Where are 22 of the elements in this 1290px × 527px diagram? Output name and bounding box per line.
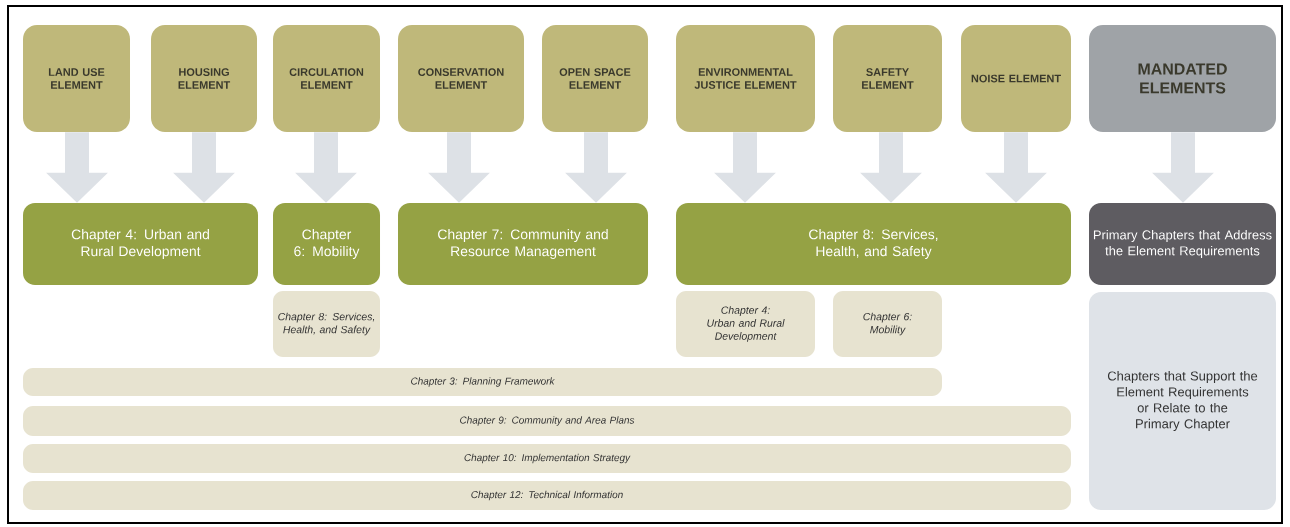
element-box: LAND USE ELEMENT: [23, 25, 130, 132]
element-box: NOISE ELEMENT: [961, 25, 1071, 132]
chapter-bar: Chapter 3: Planning Framework: [23, 368, 942, 396]
supporting-chapter-box: Chapter 6: Mobility: [833, 291, 942, 357]
supporting-chapter-box: Chapter 4: Urban and Rural Development: [676, 291, 815, 357]
element-box: CONSERVATION ELEMENT: [398, 25, 524, 132]
chapter-bar: Chapter 9: Community and Area Plans: [23, 406, 1071, 436]
element-box: HOUSING ELEMENT: [151, 25, 257, 132]
element-box: SAFETY ELEMENT: [833, 25, 942, 132]
chapter-bar: Chapter 12: Technical Information: [23, 481, 1071, 510]
primary-chapters-box: Primary Chapters that Address the Element Requirements: [1089, 203, 1276, 285]
mandated-elements-box: MANDATED ELEMENTS: [1089, 25, 1276, 132]
chapter-bar: Chapter 10: Implementation Strategy: [23, 444, 1071, 473]
element-box: OPEN SPACE ELEMENT: [542, 25, 648, 132]
supporting-chapters-box: Chapters that Support the Element Requirements or Relate to the Primary Chapter: [1089, 292, 1276, 510]
supporting-chapter-box: Chapter 8: Services, Health, and Safety: [273, 291, 380, 357]
chapter-box: Chapter 4: Urban and Rural Development: [23, 203, 258, 285]
chapter-box: Chapter 7: Community and Resource Management: [398, 203, 648, 285]
element-box: ENVIRONMENTAL JUSTICE ELEMENT: [676, 25, 815, 132]
chapter-box: Chapter 8: Services, Health, and Safety: [676, 203, 1071, 285]
chapter-box: Chapter 6: Mobility: [273, 203, 380, 285]
element-box: CIRCULATION ELEMENT: [273, 25, 380, 132]
